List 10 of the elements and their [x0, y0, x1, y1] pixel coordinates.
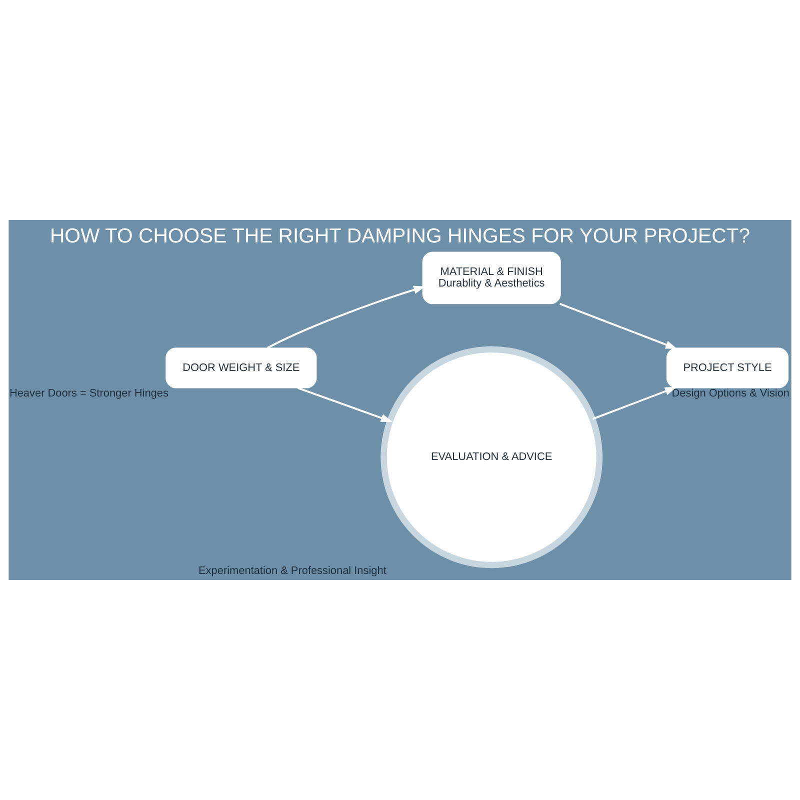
diagram-title: HOW TO CHOOSE THE RIGHT DAMPING HINGES FOR YOUR PROJECT?	[50, 226, 750, 248]
node-box: PROJECT STYLE	[666, 348, 789, 388]
arrow	[297, 387, 393, 422]
node-box: DOOR WEIGHT & SIZE	[166, 348, 317, 388]
node-label: Heaver Doors = Stronger Hinges	[9, 388, 168, 400]
node-label: Design Options & Vision	[672, 388, 790, 400]
arrow	[266, 286, 426, 349]
arrow	[560, 302, 678, 349]
node-box: MATERIAL & FINISH Durablity & Aesthetics	[422, 252, 561, 304]
arrow	[592, 386, 677, 420]
